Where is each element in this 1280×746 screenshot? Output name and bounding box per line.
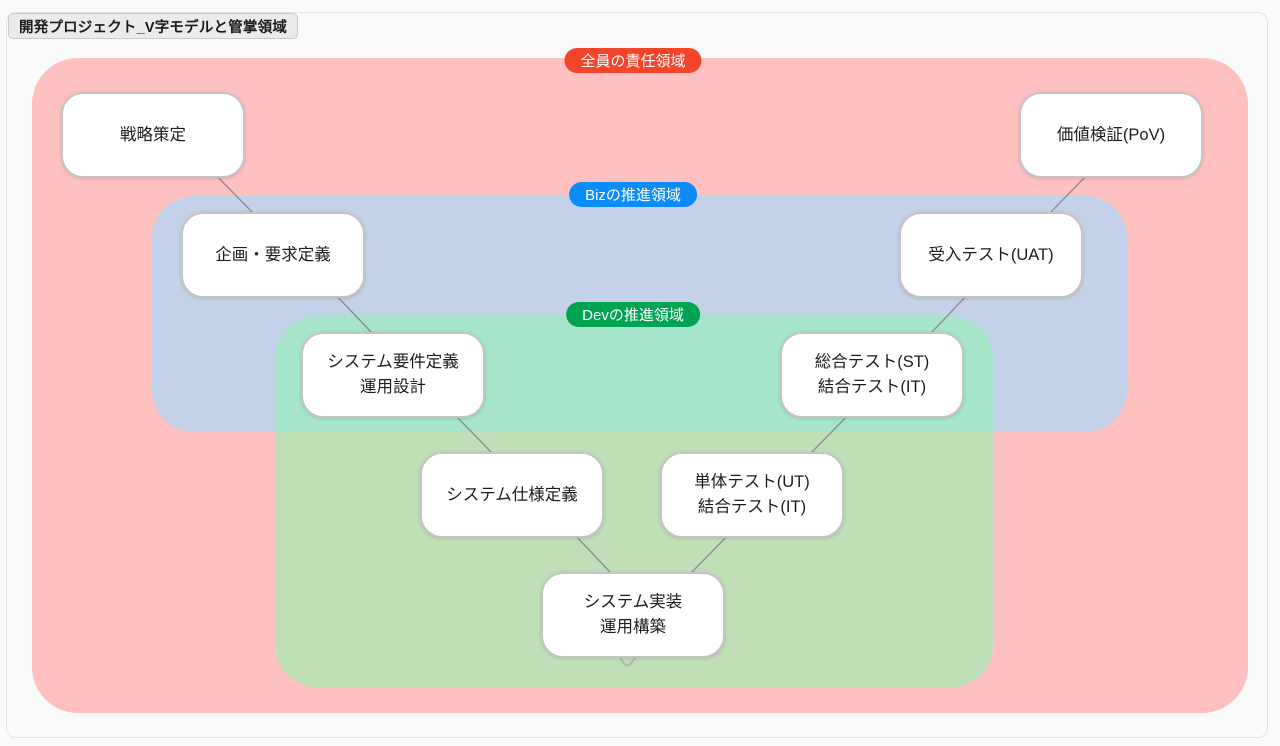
frame-title[interactable]: 開発プロジェクト_V字モデルと管掌領域 (8, 13, 299, 39)
node-strategy-line1: 戦略策定 (120, 125, 186, 144)
node-unit-test-line1: 単体テスト(UT) (694, 473, 810, 492)
node-proof-of-value[interactable]: 価値検証(PoV) (1019, 92, 1203, 178)
node-system-test-line1: 総合テスト(ST) (814, 353, 930, 372)
node-user-acceptance-test[interactable]: 受入テスト(UAT) (899, 212, 1083, 298)
region-label-all[interactable]: 全員の責任領域 (564, 48, 702, 73)
node-user-acceptance-test-line1: 受入テスト(UAT) (928, 245, 1054, 264)
node-unit-test[interactable]: 単体テスト(UT) 結合テスト(IT) (660, 452, 844, 538)
region-label-dev[interactable]: Devの推進領域 (566, 302, 700, 327)
node-unit-test-line2: 結合テスト(IT) (697, 498, 807, 516)
region-label-biz[interactable]: Bizの推進領域 (569, 182, 697, 207)
node-implementation-line2: 運用構築 (600, 618, 666, 636)
node-implementation[interactable]: システム実装 運用構築 (541, 572, 725, 658)
node-system-requirements-line1: システム要件定義 (327, 353, 459, 372)
node-planning-line1: 企画・要求定義 (215, 245, 331, 264)
node-system-requirements-line2: 運用設計 (360, 378, 426, 396)
node-implementation-line1: システム実装 (583, 593, 683, 612)
node-strategy[interactable]: 戦略策定 (61, 92, 245, 178)
node-system-specification-line1: システム仕様定義 (446, 485, 578, 504)
node-system-test[interactable]: 総合テスト(ST) 結合テスト(IT) (780, 332, 964, 418)
node-system-requirements[interactable]: システム要件定義 運用設計 (301, 332, 485, 418)
node-system-specification[interactable]: システム仕様定義 (420, 452, 604, 538)
node-planning[interactable]: 企画・要求定義 (181, 212, 365, 298)
node-system-test-line2: 結合テスト(IT) (817, 378, 927, 396)
node-proof-of-value-line1: 価値検証(PoV) (1056, 125, 1166, 144)
